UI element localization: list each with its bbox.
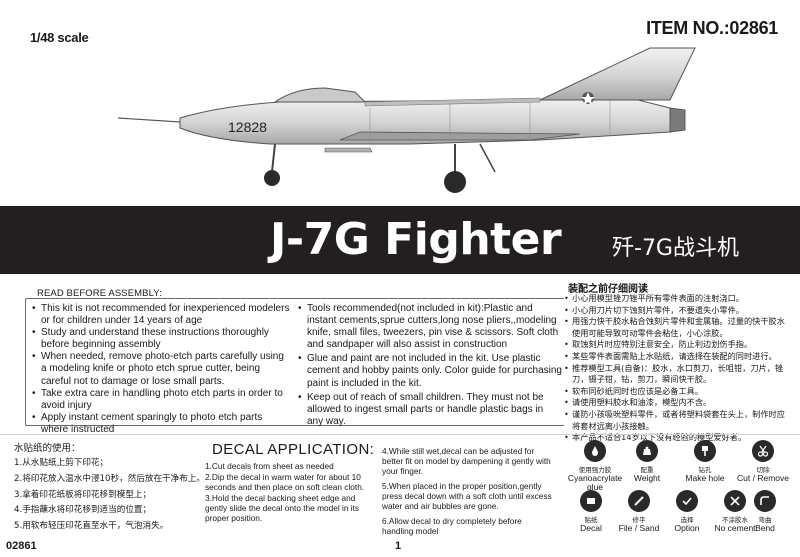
decal-cn-step: 2.将印花放入温水中浸10秒，然后放在干净布上。 [14, 473, 206, 484]
warning-item: •Tools recommended(not included in kit):… [298, 303, 559, 351]
warning-cn-item: •请使用塑料胶水和油漆，模型内不含。 [564, 397, 712, 408]
legend-file: 修平 File / Sand [610, 490, 668, 533]
aircraft-profile-illustration: 12828 [117, 47, 696, 193]
read-before-heading: READ BEFORE ASSEMBLY: [37, 288, 162, 299]
scale-label: 1/48 scale [30, 30, 89, 45]
decal-step: 2.Dip the decal in warm water for about … [205, 472, 365, 492]
warning-cn-item: •本产品不适合14岁以下没有经验的模型爱好者。 [564, 432, 747, 443]
kit-title: J-7G Fighter [270, 214, 562, 265]
decal-step: 1.Cut decals from sheet as needed [205, 461, 334, 471]
warning-item: •This kit is not recommended for inexper… [32, 303, 290, 327]
warning-cn-item: •小心用刀片切下蚀刻片零件，不要遗失小零件。 [564, 304, 744, 315]
warning-cn-item: •谨防小孩吸吮塑料零件，或者将塑料袋套在头上，制作时应将套材远离小孩接触。 [564, 408, 785, 431]
warning-cn-item: •取蚀刻片时应特别注意安全，防止利边划伤手指。 [564, 339, 753, 350]
legend-no-cement: 不涂胶水 No cement [706, 490, 764, 533]
warning-item: •Glue and paint are not included in the … [298, 353, 562, 389]
decal-cn-step: 1.从水贴纸上剪下印花； [14, 458, 109, 468]
section-divider [0, 434, 800, 435]
legend-cut: 切除 Cut / Remove [734, 440, 792, 483]
warnings-cn-heading: 装配之前仔细阅读 [568, 284, 648, 295]
weight-icon [636, 440, 658, 462]
drill-icon [694, 440, 716, 462]
warning-cn-item: •推荐模型工具(自备)：胶水，水口剪刀，长咀钳，刀片，锉刀，镊子钳，钻，剪刀，瞬… [564, 362, 784, 385]
legend-bend: 弯曲 Bend [736, 490, 794, 533]
page-number: 1 [395, 540, 402, 552]
warning-item: •When needed, remove photo-etch parts ca… [32, 351, 284, 387]
warnings-col-2: •Tools recommended(not included in kit):… [298, 303, 562, 428]
warning-cn-item: •用强力快干胶水粘合蚀刻片零件和金属轴。过量的快干胶水使用可能导致可动零件会粘住… [564, 316, 785, 338]
item-number: ITEM NO.:02861 [646, 18, 778, 38]
decal-cn-title: 水贴纸的使用： [14, 443, 81, 454]
legend-weight: 配重 Weight [618, 440, 676, 483]
warning-cn-item: •某些零件表面需贴上水贴纸，请选择在装配的同时进行。 [564, 350, 777, 361]
kit-title-cn: 歼-7G战斗机 [612, 236, 739, 261]
legend-drill: 钻孔 Make hole [676, 440, 734, 483]
decal-steps-left: 1.Cut decals from sheet as needed 2.Dip … [205, 461, 373, 524]
bend-icon [754, 490, 776, 512]
decal-steps-right: 4.While still wet,decal can be adjusted … [382, 446, 554, 537]
tail-number: 12828 [228, 119, 267, 135]
decal-icon [580, 490, 602, 512]
decal-step: 4.While still wet,decal can be adjusted … [382, 446, 551, 476]
file-icon [628, 490, 650, 512]
decal-cn-step: 3.拿着印花纸板将印花移到模型上； [14, 489, 152, 500]
symbol-legend: 使用强力胶 Cyanoacrylate glue 配重 Weight 钻孔 Ma… [560, 440, 792, 540]
warning-cn-item: •小心用模型锉刀锉平所有零件表面的注射浇口。 [564, 293, 744, 303]
warning-cn-item: •软布同砂纸同时也应该是必备工具。 [564, 385, 704, 396]
legend-option: 选择 Option [658, 490, 716, 533]
cut-icon [752, 440, 774, 462]
legend-glue: 使用强力胶 Cyanoacrylate glue [566, 440, 624, 492]
decal-cn-step: 5.用软布轻压印花直至水干，气泡消失。 [14, 521, 169, 532]
title-banner: J-7G Fighter 歼-7G战斗机 [0, 206, 800, 274]
warnings-col-1: •This kit is not recommended for inexper… [32, 303, 292, 436]
warning-item: •Study and understand these instructions… [32, 327, 269, 351]
decal-step: 6.Allow decal to dry completely before h… [382, 516, 522, 536]
decal-step: 3.Hold the decal backing sheet edge and … [205, 493, 360, 523]
glue-icon [584, 440, 606, 462]
decal-application-title: DECAL APPLICATION: [212, 441, 375, 458]
warning-item: •Apply instant cement sparingly to photo… [32, 411, 263, 435]
warnings-cn-list: •小心用模型锉刀锉平所有零件表面的注射浇口。 •小心用刀片切下蚀刻片零件，不要遗… [564, 293, 788, 444]
option-icon [676, 490, 698, 512]
warning-item: •Keep out of reach of small children. Th… [298, 391, 544, 427]
decal-cn-step: 4.手指蘸水将印花移到适当的位置； [14, 505, 152, 516]
no-cement-icon [724, 490, 746, 512]
decal-step: 5.When placed in the proper position,gen… [382, 481, 552, 511]
warning-item: •Take extra care in handling photo etch … [32, 387, 283, 411]
legend-decal: 贴纸 Decal [562, 490, 620, 533]
decal-cn-steps: 1.从水贴纸上剪下印花； 2.将印花放入温水中浸10秒，然后放在干净布上。 3.… [14, 456, 205, 535]
footer-item-number: 02861 [6, 540, 37, 552]
